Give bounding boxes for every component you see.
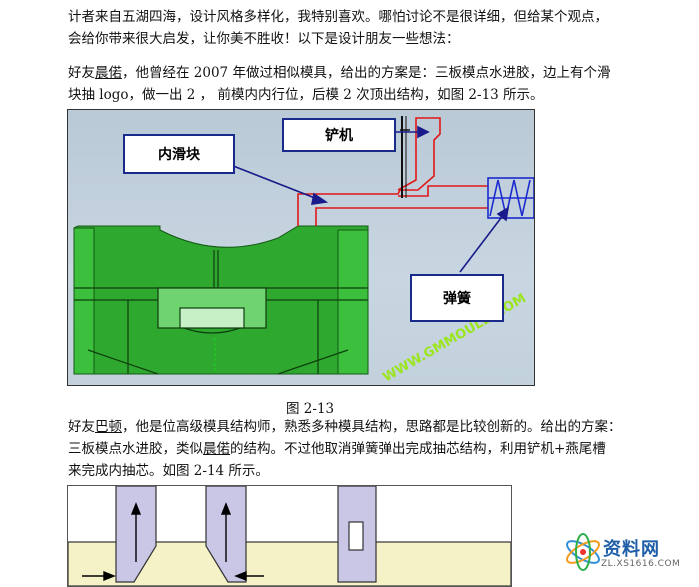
paragraph-intro: 计者来自五湖四海，设计风格多样化，我特别喜欢。哪怕讨论不是很详细，但给某个观点，…: [68, 6, 688, 50]
mold-illustration: WWW.GMMOULD.COM: [73, 116, 534, 385]
friend-name-link[interactable]: 晨偌: [95, 65, 122, 81]
text-fragment: ，他曾经在 2007 年做过相似模具，给出的方案是：三板模点水进胶，边上有个滑: [122, 65, 611, 81]
atom-logo-icon: [566, 533, 600, 571]
text-line: 块抽 logo，做一出 2 ， 前模内内行位，后模 2 次顶出结构，如图 2-1…: [68, 87, 544, 103]
text-line: 会给你带来很大启发，让你美不胜收！以下是设计朋友一些想法：: [68, 31, 460, 47]
text-fragment: 好友: [68, 419, 95, 435]
text-line: 计者来自五湖四海，设计风格多样化，我特别喜欢。哪怕讨论不是很详细，但给某个观点，: [68, 9, 608, 25]
text-line: 来完成内抽芯。如图 2-14 所示。: [68, 463, 269, 479]
site-watermark: 资料网 ZL.XS1616.COM: [563, 527, 695, 579]
callout-spring: 弹簧: [410, 274, 504, 322]
text-fragment: 好友: [68, 65, 95, 81]
text-fragment: 三板模点水进胶，类似: [68, 441, 203, 457]
paragraph-friend-badun: 好友巴顿，他是位高级模具结构师，熟悉多种模具结构，思路都是比较创新的。给出的方案…: [68, 416, 688, 482]
slider-outline: [297, 117, 488, 226]
site-watermark-url: ZL.XS1616.COM: [601, 559, 681, 569]
callout-arrows: [217, 125, 510, 273]
mold-detail-lines: [74, 250, 368, 375]
motion-arrows: [82, 502, 264, 582]
spring-shape: [487, 177, 534, 219]
friend-name-link[interactable]: 巴顿: [95, 419, 122, 435]
site-watermark-text: 资料网: [603, 539, 660, 560]
callout-shovel: 铲机: [282, 118, 396, 152]
figure-2-14: [67, 485, 512, 587]
friend-name-link[interactable]: 晨偌: [203, 441, 230, 457]
callout-inner-slider: 内滑块: [123, 134, 235, 174]
paragraph-friend-chenruo: 好友晨偌，他曾经在 2007 年做过相似模具，给出的方案是：三板模点水进胶，边上…: [68, 62, 688, 106]
text-fragment: 的结构。不过他取消弹簧弹出完成抽芯结构，利用铲机+燕尾槽: [230, 441, 606, 457]
text-fragment: ，他是位高级模具结构师，熟悉多种模具结构，思路都是比较创新的。给出的方案：: [122, 419, 622, 435]
figure-caption: 图 2-13: [286, 401, 335, 417]
figure-2-13: WWW.GMMOULD.COM 内滑块 铲机 弹簧: [67, 109, 535, 386]
dovetail-illustration: [68, 486, 511, 586]
